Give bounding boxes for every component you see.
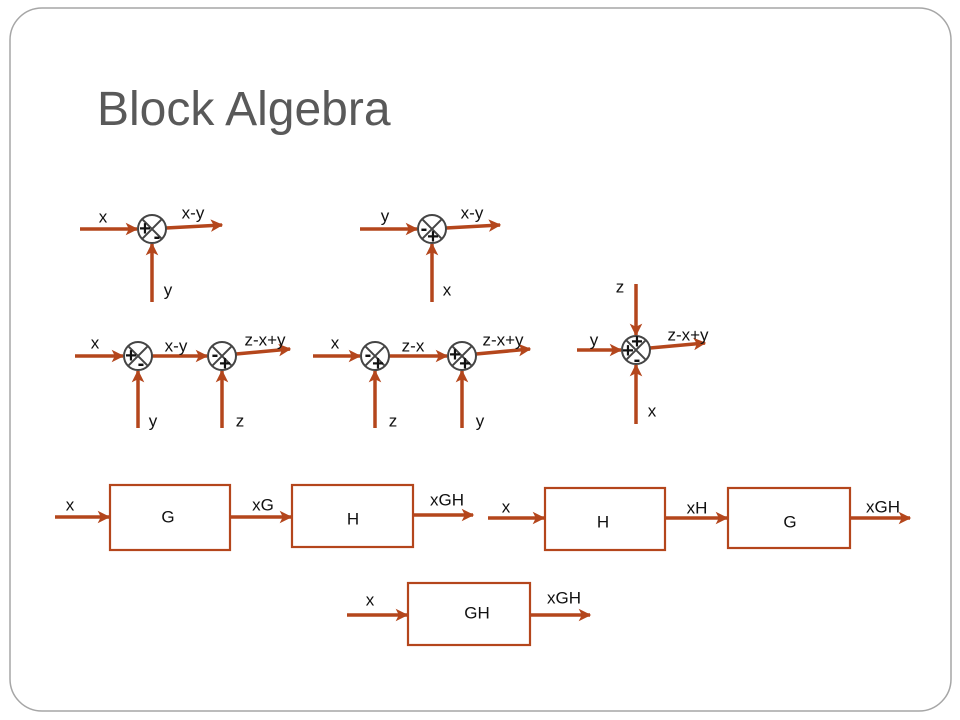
input-label-bottom: y [164, 281, 173, 300]
junction-2-sign-bottom: + [459, 353, 471, 375]
output-arrow [235, 343, 292, 357]
output-label: z-x+y [667, 326, 709, 345]
equivalent-block-diagram: x GH xGH [347, 581, 592, 647]
block-1 [108, 483, 232, 552]
slide-title: Block Algebra [97, 83, 391, 136]
output-label: xGH [547, 589, 581, 608]
summing-junction-diagram-1: x x-y y + - [80, 204, 224, 302]
summing-junction-cross [421, 218, 443, 240]
block-2-label: H [347, 510, 359, 529]
output-label: xGH [430, 491, 464, 510]
input-label-left: y [381, 207, 390, 226]
series-block-diagram-2: x H xH G xGH [488, 486, 912, 552]
input-label-bottom-2: z [236, 412, 245, 431]
input-label: x [366, 591, 375, 610]
three-input-junction-diagram: z y z-x+y x + + - [577, 278, 709, 424]
input-label-bottom-1: y [149, 412, 158, 431]
junction-1-sign-bottom: + [372, 353, 384, 375]
block-2 [726, 486, 852, 550]
input-label-bottom: x [443, 281, 452, 300]
block-label: GH [464, 604, 490, 623]
sign-bottom: - [634, 349, 641, 371]
output-arrow [445, 219, 502, 232]
series-block-diagram-1: x G xG H xGH [55, 483, 475, 552]
input-label-bottom-2: y [476, 412, 485, 431]
input-label-bottom-1: z [389, 412, 398, 431]
input-label-left: x [99, 208, 108, 227]
summing-junction-cross [141, 218, 163, 240]
junction-2-sign-left: + [449, 344, 461, 366]
block-2-label: G [783, 513, 796, 532]
intermediate-label: xG [252, 496, 274, 515]
sign-left: + [622, 340, 634, 362]
cascaded-junction-diagram-2: x z-x z-x+y z y - + + + [313, 331, 532, 431]
output-label: x-y [182, 204, 205, 223]
input-label-left: x [91, 334, 100, 353]
output-label: z-x+y [244, 331, 286, 350]
block-1 [543, 486, 667, 552]
junction-1-sign-left: + [125, 345, 137, 367]
junction-2-sign-bottom: + [219, 353, 231, 375]
output-label: xGH [866, 498, 900, 517]
output-arrow [165, 219, 224, 232]
summing-junction-cross-1 [127, 345, 149, 367]
output-arrow [649, 337, 707, 351]
summing-junction-cross [625, 339, 647, 361]
sign-top: + [631, 331, 643, 353]
junction-2-sign-left: - [212, 344, 219, 366]
junction-1-sign-bottom: - [138, 353, 145, 375]
intermediate-label: z-x [402, 337, 425, 356]
block-2 [290, 483, 415, 549]
sign-left: - [421, 218, 428, 240]
summing-junction-cross-2 [451, 345, 473, 367]
block [406, 581, 532, 647]
block-1-label: G [161, 508, 174, 527]
sign-bottom: + [427, 226, 439, 248]
output-label: z-x+y [482, 331, 524, 350]
intermediate-label: x-y [165, 337, 188, 356]
output-arrow [475, 343, 532, 357]
block-1-label: H [597, 513, 609, 532]
summing-junction-cross-1 [364, 345, 386, 367]
input-label-top: z [616, 278, 625, 297]
summing-junction-diagram-2: y x-y x - + [360, 204, 502, 302]
input-label-left: x [331, 334, 340, 353]
slide-frame [9, 7, 952, 712]
sign-bottom: - [154, 226, 161, 248]
input-label: x [66, 496, 75, 515]
cascaded-junction-diagram-1: x x-y z-x+y y z + - - + [75, 331, 292, 431]
input-label: x [502, 498, 511, 517]
output-label: x-y [461, 204, 484, 223]
intermediate-label: xH [687, 499, 708, 518]
sign-left: + [139, 218, 151, 240]
junction-1-sign-left: - [365, 344, 372, 366]
summing-junction-cross-2 [211, 345, 233, 367]
input-label-left: y [590, 331, 599, 350]
input-label-bottom: x [648, 402, 657, 421]
